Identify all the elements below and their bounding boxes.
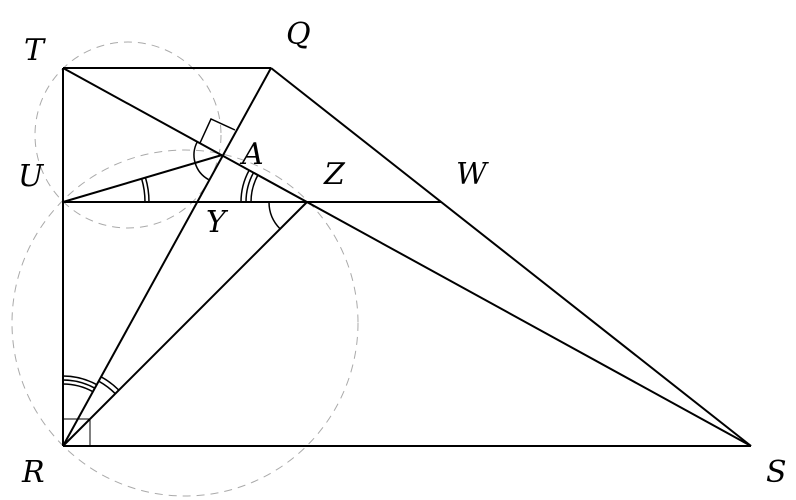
angle-arc-URQ-1 <box>62 383 94 393</box>
label-T: T <box>24 33 45 68</box>
circle-TUA <box>34 41 222 229</box>
angle-arc-QRZ-1 <box>98 380 116 395</box>
angle-arc-UZA-1 <box>250 174 259 203</box>
angle-arc-UZA-2 <box>245 172 255 203</box>
label-Z: Z <box>324 157 345 192</box>
angle-arc-WUA-1 <box>140 178 146 203</box>
label-A: A <box>242 137 264 172</box>
segment-RQ <box>62 67 272 447</box>
label-W: W <box>456 157 487 192</box>
angle-arc-UZA-3 <box>240 169 250 203</box>
segment-TS <box>62 67 752 447</box>
angle-arc-URQ-3 <box>62 375 98 386</box>
angle-arc-UZR <box>268 201 281 230</box>
label-Q: Q <box>286 17 311 52</box>
angle-arc-WUA-2 <box>144 177 150 203</box>
angle-arc-TAR <box>193 141 209 181</box>
segment-UA <box>62 154 223 203</box>
circle-URZ <box>11 149 359 497</box>
right-angle-mark-R <box>63 418 91 446</box>
segment-QS <box>270 67 752 447</box>
label-S: S <box>766 455 787 490</box>
label-R: R <box>22 455 45 490</box>
segment-RZ <box>62 201 308 447</box>
label-U: U <box>18 159 44 194</box>
angle-arc-QRZ-2 <box>100 376 120 391</box>
label-Y: Y <box>206 205 226 240</box>
angle-arc-URQ-2 <box>62 379 96 389</box>
right-angle-mark-A <box>199 118 236 144</box>
